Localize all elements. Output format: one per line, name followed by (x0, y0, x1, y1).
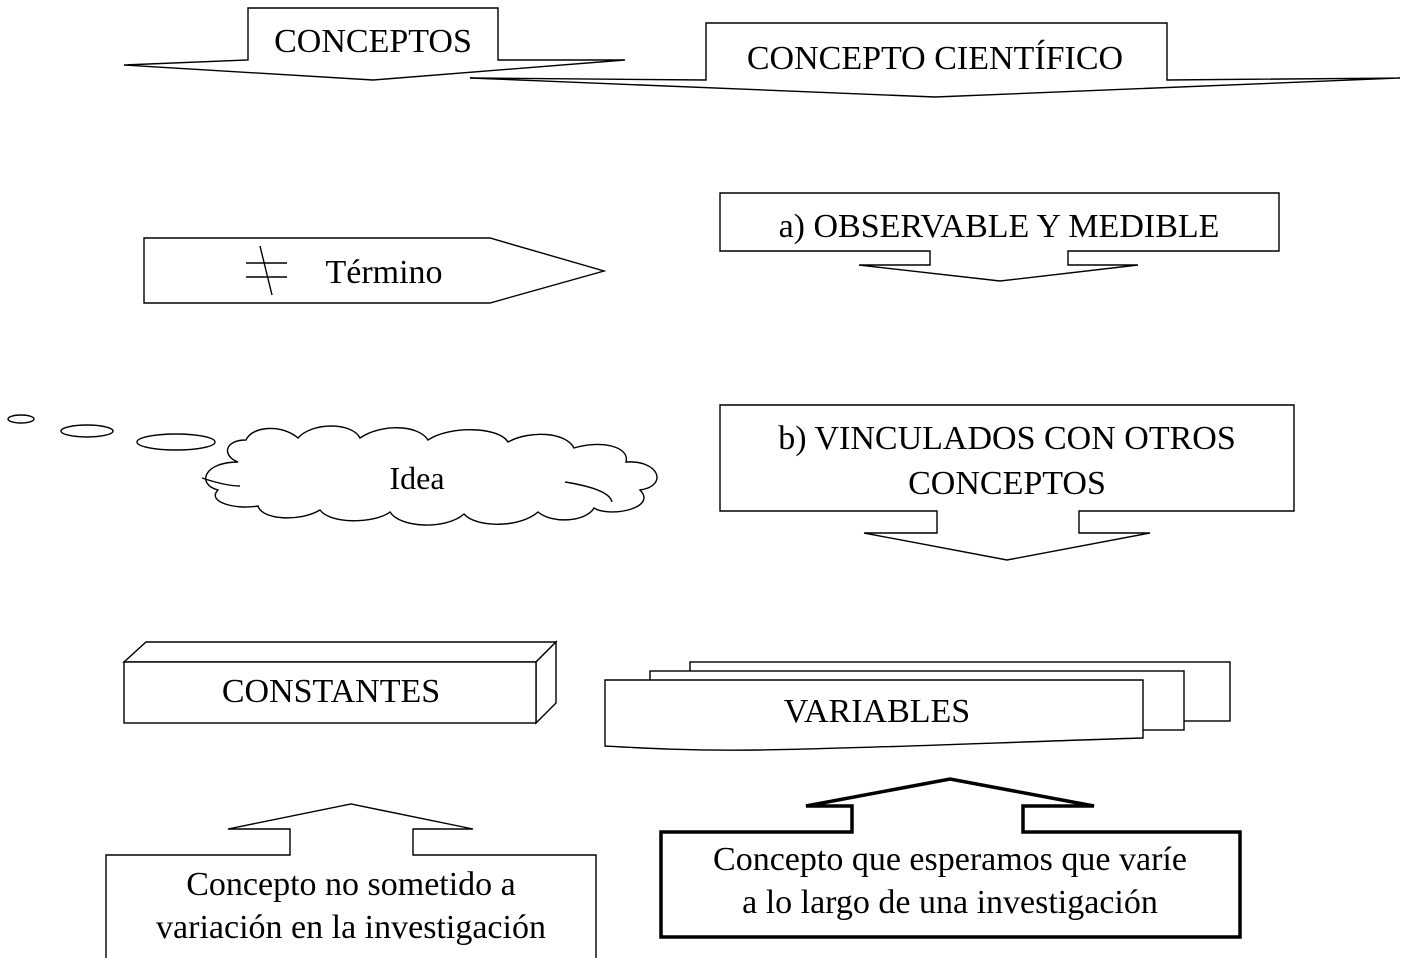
termino-label: Término (325, 254, 442, 291)
not-equal-icon (246, 245, 287, 296)
vinculados-label-line1: b) VINCULADOS CON OTROS (778, 420, 1235, 457)
constantes-desc-line1: Concepto no sometido a (186, 866, 516, 903)
concepto-cientifico-label: CONCEPTO CIENTÍFICO (747, 40, 1123, 77)
conceptos-label: CONCEPTOS (274, 23, 472, 60)
thought-bubble-icon: Idea (7, 414, 658, 526)
constantes-desc-line2: variación en la investigación (156, 909, 546, 946)
vinculados-callout: b) VINCULADOS CON OTROS CONCEPTOS (719, 404, 1295, 561)
vinculados-label-line2: CONCEPTOS (908, 465, 1106, 502)
idea-label: Idea (389, 460, 444, 496)
variables-stack: VARIABLES (604, 661, 1231, 751)
variables-label: VARIABLES (784, 693, 970, 730)
conceptos-callout: CONCEPTOS (123, 7, 626, 81)
termino-arrow: Término (143, 237, 607, 304)
variables-desc-callout: Concepto que esperamos que varíe a lo la… (659, 777, 1242, 939)
concepto-cientifico-callout: CONCEPTO CIENTÍFICO (469, 22, 1401, 98)
constantes-label: CONSTANTES (222, 673, 440, 710)
variables-desc-line1: Concepto que esperamos que varíe (713, 841, 1187, 878)
constantes-box: CONSTANTES (122, 640, 558, 725)
constantes-desc-callout: Concepto no sometido a variación en la i… (105, 803, 597, 958)
observable-callout: a) OBSERVABLE Y MEDIBLE (719, 192, 1280, 282)
variables-desc-line2: a lo largo de una investigación (742, 884, 1158, 921)
observable-label: a) OBSERVABLE Y MEDIBLE (779, 208, 1220, 245)
